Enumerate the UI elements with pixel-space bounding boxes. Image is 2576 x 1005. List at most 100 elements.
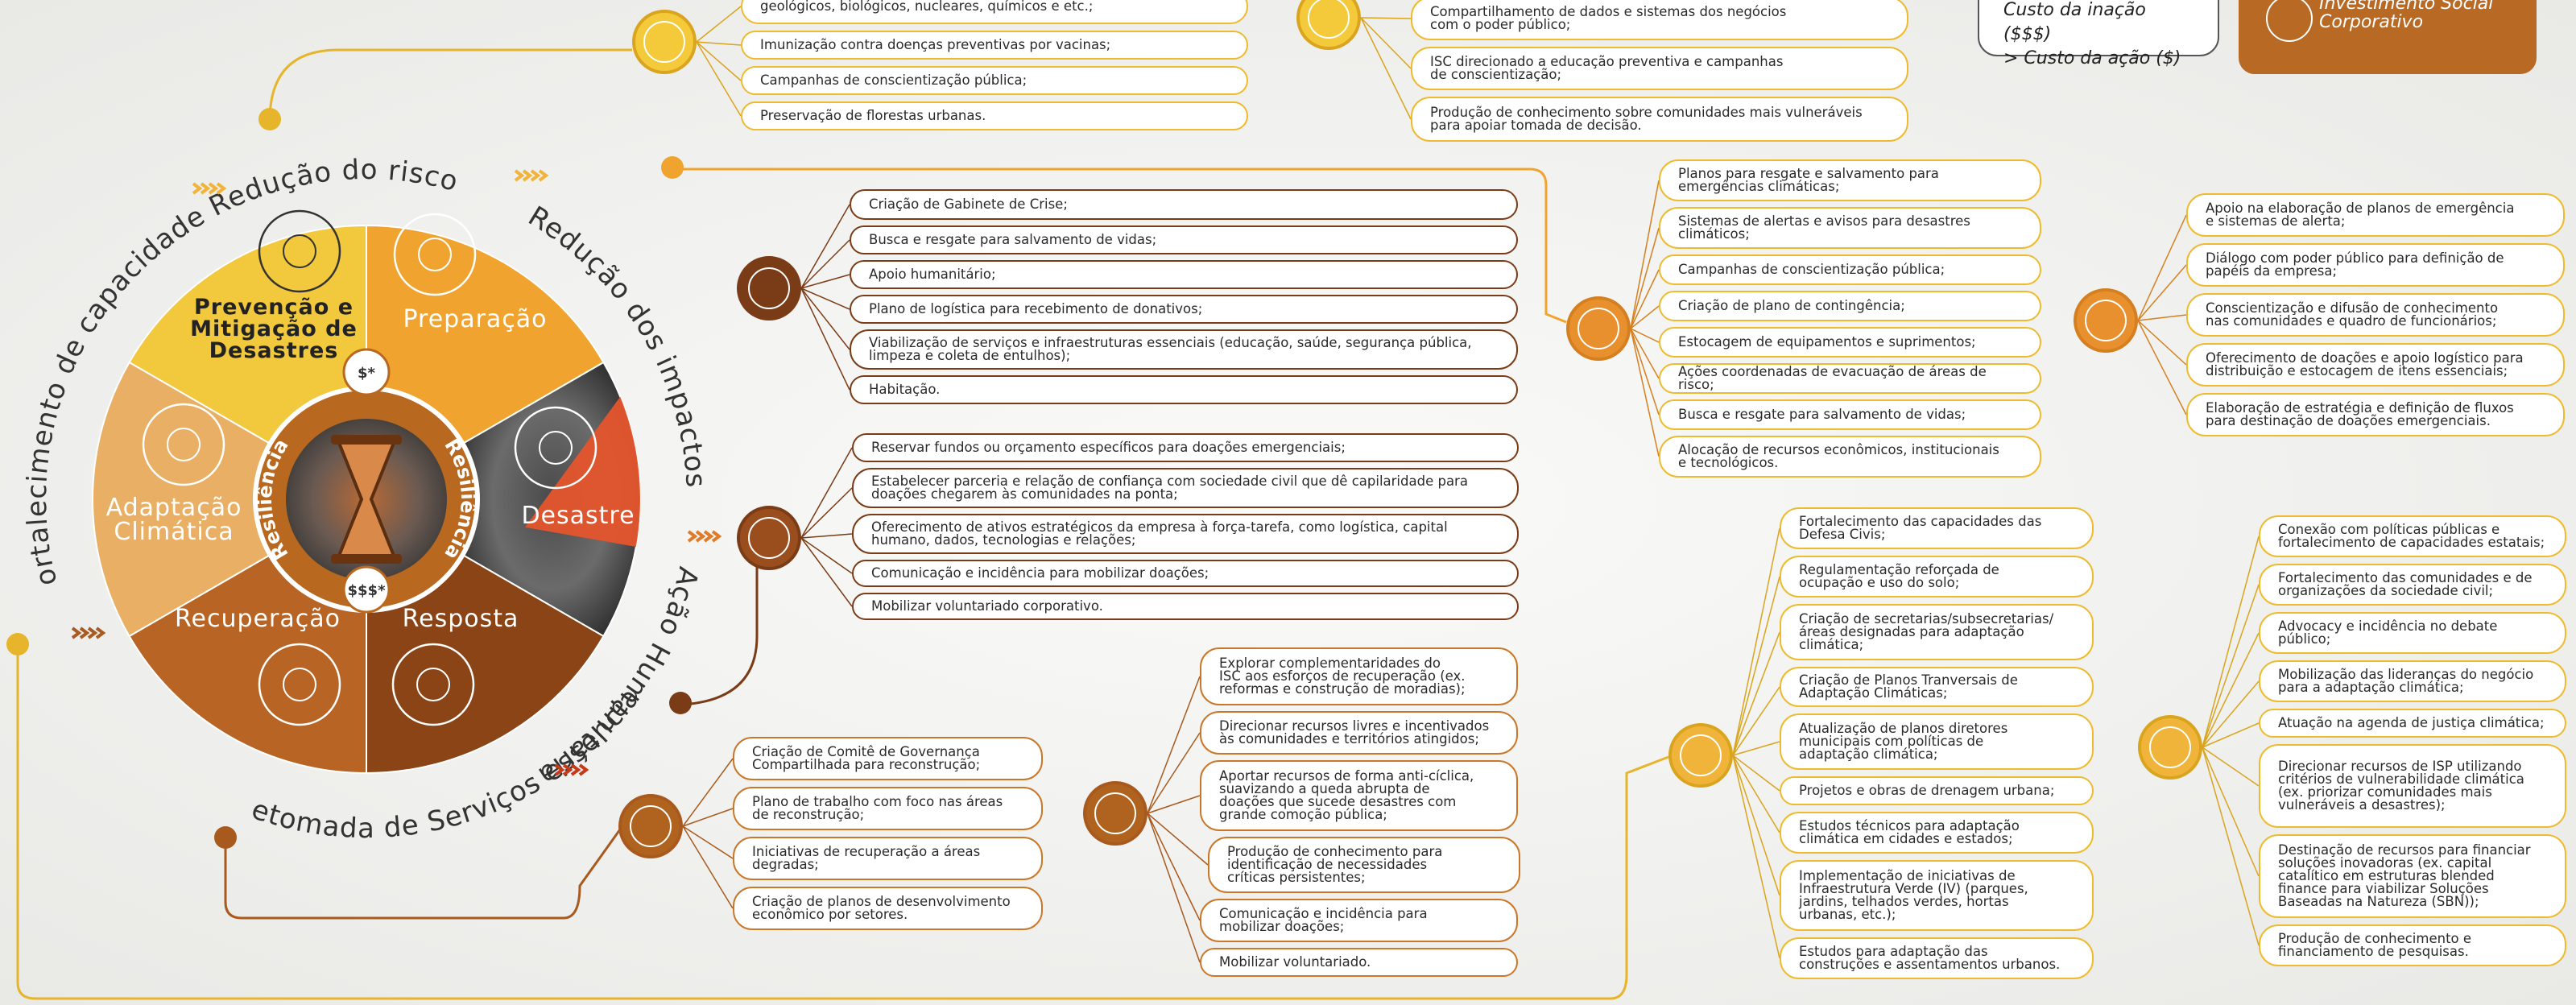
item-text-line: catalítico em estruturas blended xyxy=(2278,868,2495,883)
isc-badge-line2: Corporativo xyxy=(2319,12,2424,32)
chevron-decoration-icon xyxy=(711,530,722,543)
connector-line xyxy=(2137,320,2187,366)
connector-line xyxy=(800,204,850,289)
disaster-fire-accent xyxy=(524,396,641,548)
response-public-item: Busca e resgate para salvamento de vidas… xyxy=(850,225,1518,254)
response-public-item: Viabilização de serviços e infraestrutur… xyxy=(850,329,1518,370)
item-text-line: Comunicação e incidência para mobilizar … xyxy=(871,565,1209,581)
prevention-public-item: Preservação de florestas urbanas. xyxy=(741,101,1248,130)
item-text-line: Comunicação e incidência para xyxy=(1219,906,1428,921)
response-isc-item: Estabelecer parceria e relação de confia… xyxy=(852,468,1519,508)
cost-bottom-badge xyxy=(342,565,391,614)
item-text-line: Regulamentação reforçada de xyxy=(1799,562,1999,577)
item-text-line: Preservação de florestas urbanas. xyxy=(760,108,986,123)
chevron-decoration-icon xyxy=(570,763,581,776)
connector-line xyxy=(682,808,734,827)
prevention-public-people-group-glyph xyxy=(643,21,685,63)
recovery-isc-item: Direcionar recursos livres e incentivado… xyxy=(1200,711,1518,755)
item-text-line: Fortalecimento das capacidades das xyxy=(1799,514,2042,529)
item-text-line: Atualização de planos diretores xyxy=(1799,721,2008,736)
item-text-line: jardins, telhados verdes, hortas xyxy=(1799,894,2009,909)
response-isc-hand-people-hub xyxy=(737,506,801,570)
item-text-line: nas comunidades e quadro de funcionários… xyxy=(2206,313,2497,329)
item-text: Campanhas de conscientização pública; xyxy=(1678,263,1945,276)
connector-line xyxy=(2202,680,2260,748)
connector-line xyxy=(2202,747,2260,946)
item-text: Mobilizar voluntariado. xyxy=(1219,955,1371,969)
recovery-isc-hand-people-hub xyxy=(1083,781,1147,846)
connector-dot xyxy=(669,692,692,714)
connector-line xyxy=(1630,328,1660,416)
connector-line xyxy=(2202,747,2260,877)
item-text: Projetos e obras de drenagem urbana; xyxy=(1799,784,2054,797)
item-text: Imunização contra doenças preventivas po… xyxy=(760,38,1110,52)
item-text: Atuação na agenda de justiça climática; xyxy=(2278,716,2545,730)
prevention-isc-item: Produção de conhecimento sobre comunidad… xyxy=(1411,97,1908,142)
item-text-line: ocupação e uso do solo; xyxy=(1799,575,1960,590)
item-text: Estabelecer parceria e relação de confia… xyxy=(871,474,1468,501)
prevention-public-people-group-hub xyxy=(632,10,697,74)
connector-line xyxy=(682,825,734,859)
item-text-line: Direcionar recursos livres e incentivado… xyxy=(1219,718,1490,734)
item-text-line: público; xyxy=(2278,631,2331,647)
item-text-line: Campanhas de conscientização pública; xyxy=(1678,262,1945,277)
connector-line xyxy=(2202,584,2260,748)
connector-line xyxy=(682,758,734,827)
connector-line xyxy=(1630,305,1660,329)
item-text-line: Apoio na elaboração de planos de emergên… xyxy=(2206,201,2515,216)
item-text: Conscientização e difusão de conheciment… xyxy=(2206,301,2498,329)
item-text-line: Iniciativas de recuperação a áreas xyxy=(752,844,981,859)
response-public-people-group-hub xyxy=(737,256,801,321)
recovery-public-people-group-hub xyxy=(618,794,683,858)
preparation-isc-item: Conscientização e difusão de conheciment… xyxy=(2186,293,2565,337)
item-text-line: e sistemas de alerta; xyxy=(2206,213,2346,229)
response-public-item: Habitação. xyxy=(850,375,1518,404)
connector-line xyxy=(800,447,853,539)
adaptation-link-line xyxy=(16,644,1669,1000)
item-text: Produção de conhecimento sobre comunidad… xyxy=(1430,105,1863,132)
item-text-line: Destinação de recursos para financiar xyxy=(2278,842,2531,858)
recovery-isc-hand-people-glyph xyxy=(1094,792,1136,834)
item-text-line: para destinação de doações emergenciais. xyxy=(2206,413,2491,428)
item-text-line: (ex. priorizar comunidades mais xyxy=(2278,784,2492,800)
connector-line xyxy=(1732,755,1780,792)
connector-line xyxy=(800,537,853,574)
item-text-line: econômico por setores. xyxy=(752,907,908,922)
item-text-line: Produção de conhecimento sobre comunidad… xyxy=(1430,105,1863,120)
item-text-line: Estabelecer parceria e relação de confia… xyxy=(871,474,1468,489)
connector-line xyxy=(1630,227,1660,329)
connector-line xyxy=(1147,732,1201,814)
response-isc-item: Reservar fundos ou orçamento específicos… xyxy=(852,433,1519,462)
item-text-line: papéis da empresa; xyxy=(2206,263,2338,279)
preparation-isc-hand-people-glyph xyxy=(2085,300,2127,341)
response-isc-item: Comunicação e incidência para mobilizar … xyxy=(852,560,1519,587)
chevron-decoration-icon xyxy=(695,530,706,543)
item-text: Ações coordenadas de evacuação de áreas … xyxy=(1678,365,2025,391)
item-text-line: Criação de plano de contingência; xyxy=(1678,298,1905,313)
chevron-decoration-icon xyxy=(87,627,98,639)
item-text: Reservar fundos ou orçamento específicos… xyxy=(871,440,1346,454)
item-text-line: Apoio humanitário; xyxy=(869,267,996,282)
connector-line xyxy=(1147,813,1201,921)
adaptation-isc-item: Atuação na agenda de justiça climática; xyxy=(2259,709,2566,738)
item-text-line: municipais com políticas de xyxy=(1799,734,1984,749)
connector-line xyxy=(1630,328,1660,457)
connector-line xyxy=(2202,747,2260,787)
response-public-item: Apoio humanitário; xyxy=(850,260,1518,289)
connector-line xyxy=(696,41,742,81)
broken-glass-icon xyxy=(514,406,597,490)
